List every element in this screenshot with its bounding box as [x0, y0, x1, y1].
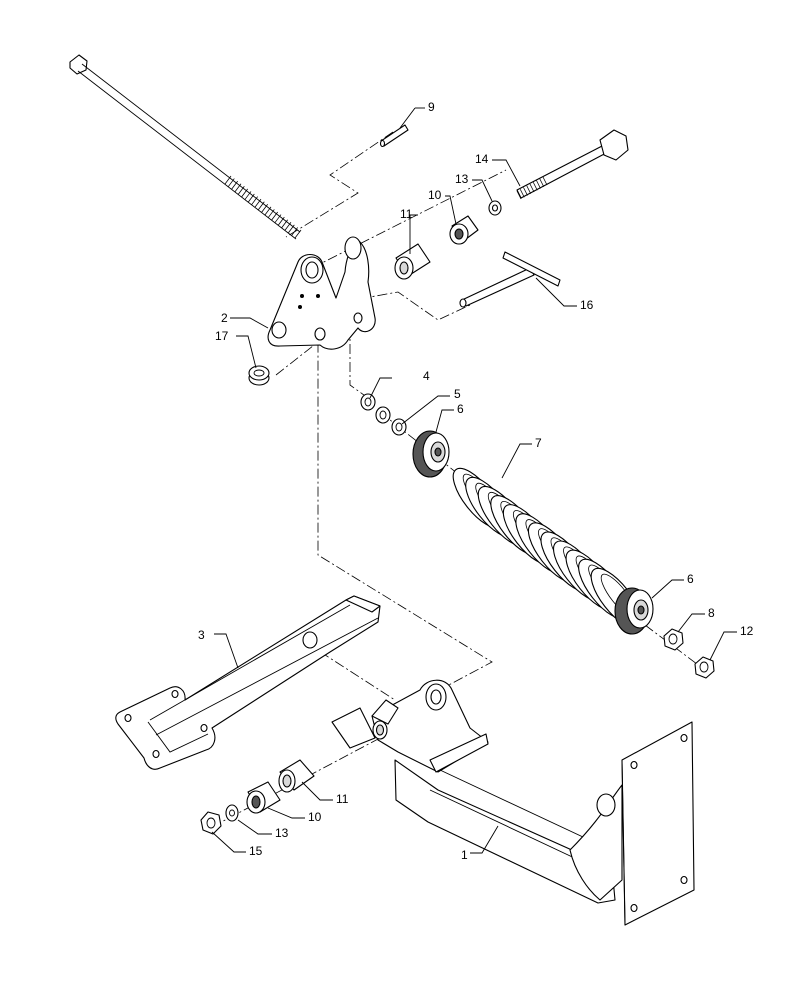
bushing-upper-11	[394, 243, 431, 280]
callout-6-upper: 6	[457, 402, 464, 416]
callout-8: 8	[708, 606, 715, 620]
spring-cup-lower-6	[614, 587, 654, 635]
spring-pin	[379, 124, 409, 148]
pedal-arm-3	[115, 595, 381, 770]
callout-13-lower: 13	[275, 826, 289, 840]
lock-nut-15	[200, 811, 222, 835]
callout-3: 3	[198, 628, 205, 642]
callout-16: 16	[580, 298, 594, 312]
callout-10-lower: 10	[308, 810, 322, 824]
lock-nut-12	[694, 656, 715, 679]
bushing-lower-11	[278, 759, 315, 793]
callout-13-upper: 13	[455, 172, 469, 186]
spring-cup-upper-6	[412, 430, 450, 478]
callout-11-lower: 11	[336, 792, 349, 806]
t-pin-16	[459, 251, 561, 308]
callout-7: 7	[535, 436, 542, 450]
callout-11-upper: 11	[400, 207, 413, 221]
callout-10-upper: 10	[428, 188, 442, 202]
washer-lower-13	[225, 804, 239, 822]
lock-washer-4	[360, 393, 376, 411]
callout-1: 1	[461, 848, 468, 862]
callout-9: 9	[428, 100, 435, 114]
callout-12: 12	[740, 624, 754, 638]
callout-5: 5	[454, 387, 461, 401]
bushing-upper-10	[449, 215, 479, 245]
washer-upper-13	[488, 200, 502, 216]
spring-rod	[69, 54, 302, 240]
callout-2: 2	[221, 311, 228, 325]
callout-15: 15	[249, 844, 263, 858]
washer-4	[375, 406, 391, 424]
bolt-14	[516, 129, 629, 200]
pivot-bracket	[267, 236, 376, 350]
callout-17: 17	[215, 329, 229, 343]
callout-6-lower: 6	[687, 572, 694, 586]
nut-8	[663, 628, 684, 651]
callout-labels: 1 2 3 4 5 6 6 7 8 9 10 10 11 11 12 13 13…	[198, 100, 754, 862]
callout-14: 14	[475, 152, 489, 166]
coil-clip-17	[248, 365, 270, 386]
callout-4: 4	[423, 369, 430, 383]
main-frame-1	[331, 679, 695, 926]
callout-leaders	[211, 107, 737, 854]
compression-spring-7	[452, 467, 642, 629]
washer-5	[391, 418, 407, 436]
bushing-lower-10	[246, 781, 281, 814]
